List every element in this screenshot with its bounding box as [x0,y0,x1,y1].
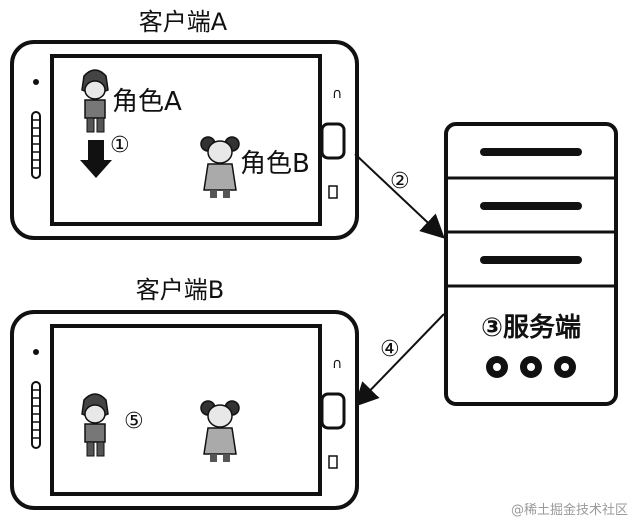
role-a-label: 角色A [112,87,182,117]
move-down-arrow-icon [80,140,112,178]
back-icon: ∩ [332,86,342,102]
camera-dot-icon [33,79,39,85]
character-b-sprite [200,136,240,198]
client-b-title: 客户端B [136,276,224,304]
character-a-sprite [81,69,109,133]
phone-client-b: ∩ [10,310,359,510]
phone-client-a: ∩ [10,40,359,240]
step-4-label: ④ [380,337,400,362]
sync-arrow-to-server [354,153,445,239]
server-label: ③服务端 [481,313,581,343]
server-status-lights-icon [486,356,576,378]
character-b-sprite-synced [200,400,240,462]
step-5-label: ⑤ [124,409,144,434]
step-1-label: ① [110,133,130,158]
broadcast-arrow-to-client-b [354,313,445,407]
back-icon: ∩ [332,356,342,372]
menu-icon [328,455,338,469]
home-button-icon [320,122,346,160]
character-a-sprite-synced [81,393,109,457]
step-2-label: ② [390,169,410,194]
server-rack [444,122,618,406]
role-b-label: 角色B [240,149,310,179]
home-button-icon [320,392,346,430]
camera-dot-icon [33,349,39,355]
client-a-title: 客户端A [139,8,228,36]
watermark-text: @稀土掘金技术社区 [511,502,628,518]
menu-icon [328,185,338,199]
